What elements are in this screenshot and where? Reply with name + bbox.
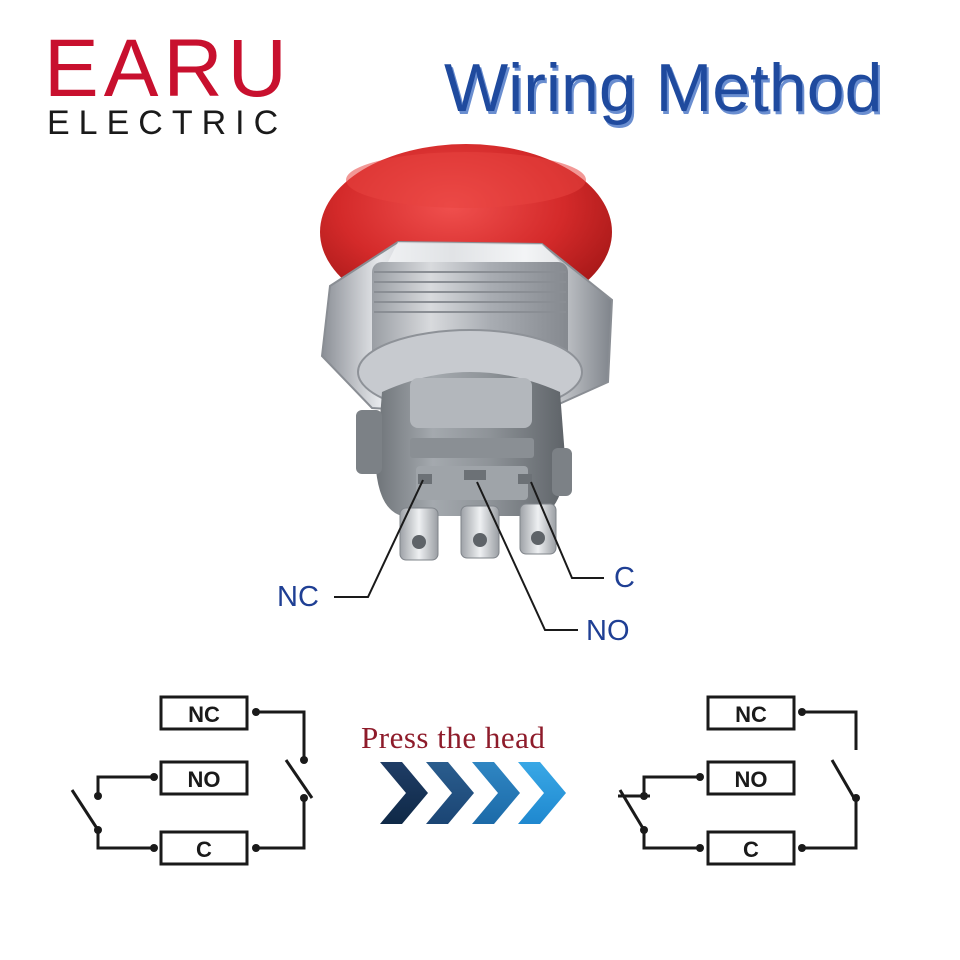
pin-label-c: C bbox=[614, 562, 635, 594]
wiring-diagram-after: NC NO C bbox=[618, 695, 860, 866]
nc-terminal-label: NC bbox=[735, 702, 767, 727]
chevron-arrows bbox=[380, 762, 566, 824]
callout-lines bbox=[334, 479, 604, 631]
press-head-label: Press the head bbox=[361, 720, 546, 755]
c-terminal-box bbox=[706, 830, 796, 866]
chevron-icon bbox=[380, 762, 428, 824]
page-title: Wiring Method bbox=[444, 50, 883, 126]
nc-terminal-label: NC bbox=[188, 702, 220, 727]
nc-terminal-box bbox=[706, 695, 796, 731]
chevron-icon bbox=[426, 762, 474, 824]
brand-subtitle: ELECTRIC bbox=[47, 104, 288, 142]
chevron-icon bbox=[472, 762, 520, 824]
terminal-pins bbox=[399, 503, 557, 561]
pin-label-no: NO bbox=[586, 615, 630, 647]
wiring-diagram-before: NC NO C bbox=[70, 695, 314, 866]
c-terminal-box bbox=[159, 830, 249, 866]
no-terminal-box bbox=[706, 760, 796, 796]
pin-label-nc: NC bbox=[277, 581, 319, 613]
no-terminal-label: NO bbox=[735, 767, 768, 792]
no-terminal-box bbox=[159, 760, 249, 796]
no-terminal-label: NO bbox=[188, 767, 221, 792]
contact-block bbox=[356, 372, 572, 516]
nc-terminal-box bbox=[159, 695, 249, 731]
switch-photo bbox=[320, 144, 614, 631]
brand-logo: EARU bbox=[44, 23, 292, 114]
chevron-icon bbox=[518, 762, 566, 824]
c-terminal-label: C bbox=[743, 837, 759, 862]
c-terminal-label: C bbox=[196, 837, 212, 862]
